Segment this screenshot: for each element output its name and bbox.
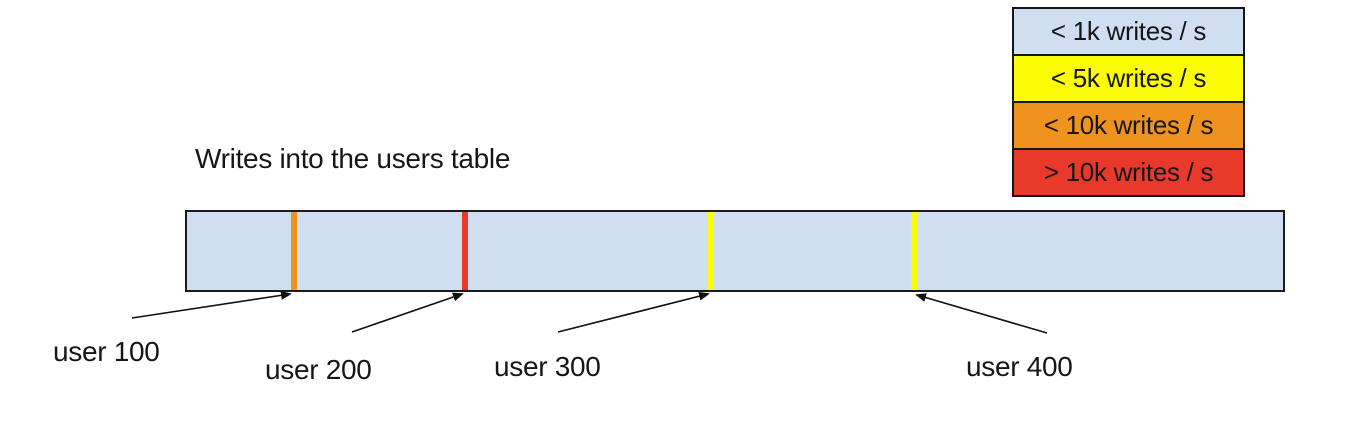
marker-label-user-400: user 400 bbox=[966, 351, 1073, 382]
hotspot-stripe-user-100 bbox=[291, 212, 297, 290]
arrow-user-400 bbox=[915, 293, 1048, 334]
legend-row-lt-10k: < 10k writes / s bbox=[1014, 101, 1243, 148]
users-table-bar bbox=[185, 210, 1285, 292]
arrow-user-300 bbox=[557, 291, 710, 333]
diagram-title: Writes into the users table bbox=[195, 143, 511, 174]
legend-label: < 1k writes / s bbox=[1050, 16, 1207, 46]
hotspot-stripe-user-300 bbox=[708, 212, 714, 290]
legend-label: < 5k writes / s bbox=[1050, 63, 1207, 93]
hotspot-stripe-user-200 bbox=[462, 212, 468, 290]
legend: < 1k writes / s < 5k writes / s < 10k wr… bbox=[1012, 7, 1245, 197]
legend-label: > 10k writes / s bbox=[1043, 157, 1214, 187]
arrow-user-100 bbox=[131, 290, 292, 319]
hotspot-stripe-user-400 bbox=[911, 212, 917, 290]
legend-row-lt-1k: < 1k writes / s bbox=[1014, 9, 1243, 54]
marker-label-user-200: user 200 bbox=[265, 354, 372, 385]
legend-row-lt-5k: < 5k writes / s bbox=[1014, 54, 1243, 101]
legend-row-gt-10k: > 10k writes / s bbox=[1014, 148, 1243, 195]
legend-label: < 10k writes / s bbox=[1043, 110, 1214, 140]
arrow-user-200 bbox=[351, 292, 464, 333]
marker-label-user-300: user 300 bbox=[494, 351, 601, 382]
marker-label-user-100: user 100 bbox=[53, 336, 160, 367]
